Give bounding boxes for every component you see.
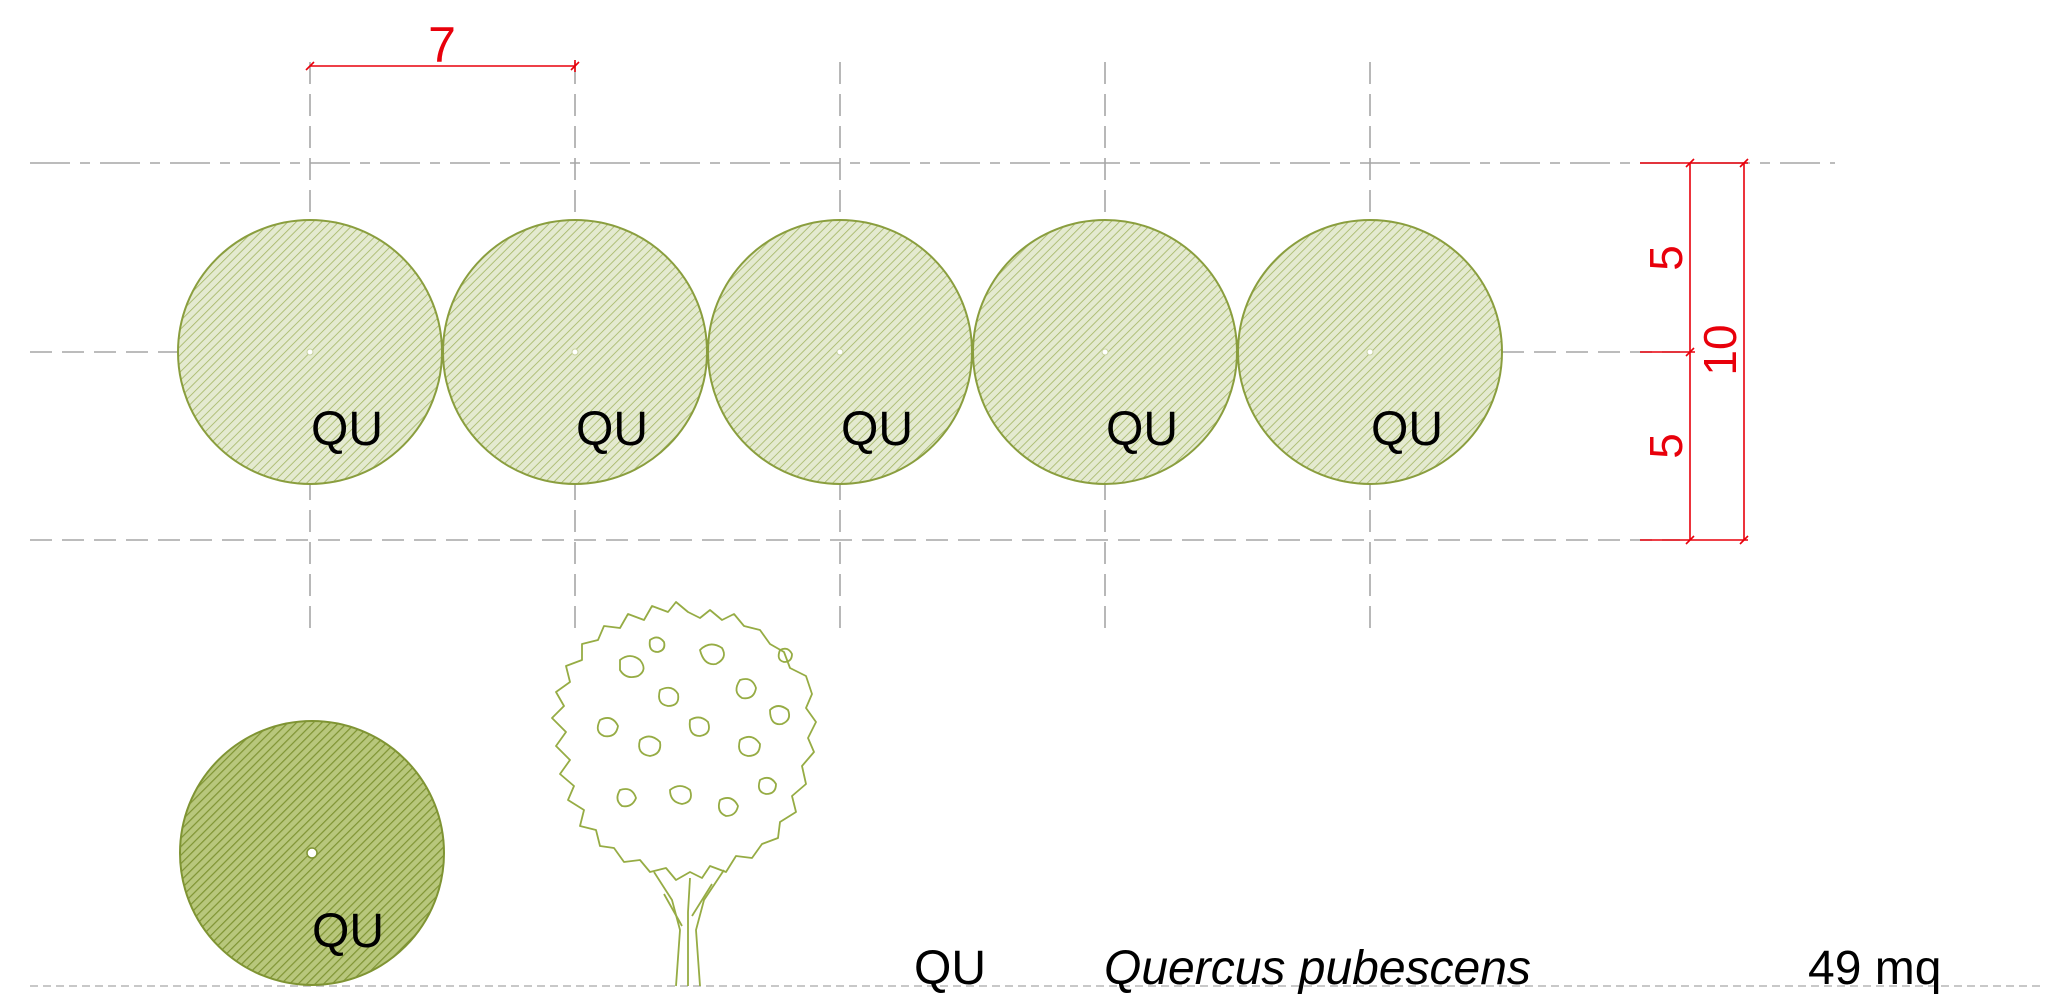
tree-code-label: QU xyxy=(841,403,913,456)
legend-species-name: Quercus pubescens xyxy=(1104,942,1531,995)
tree-code-label: QU xyxy=(576,403,648,456)
total-width-label: 10 xyxy=(1694,324,1746,375)
legend-canopy-symbol: QU xyxy=(179,720,445,986)
tree-canopy: QU xyxy=(972,219,1238,485)
tree-code-label: QU xyxy=(1371,403,1443,456)
spacing-dimension xyxy=(305,60,580,72)
tree-canopy: QU xyxy=(1237,219,1503,485)
tree-canopy: QU xyxy=(177,219,443,485)
width-dimension xyxy=(1640,158,1749,545)
spacing-dimension-label: 7 xyxy=(428,17,456,73)
half-width-top-label: 5 xyxy=(1640,245,1692,271)
tree-code-label: QU xyxy=(1106,403,1178,456)
tree-canopy: QU xyxy=(707,219,973,485)
legend-symbol-code: QU xyxy=(312,905,384,958)
canopy-row: QU QU QU QU QU xyxy=(177,219,1503,485)
half-width-bottom-label: 5 xyxy=(1640,433,1692,459)
legend-area: 49 mq xyxy=(1808,942,1941,995)
legend-code: QU xyxy=(914,942,986,995)
tree-code-label: QU xyxy=(311,403,383,456)
tree-canopy: QU xyxy=(442,219,708,485)
tree-elevation-icon xyxy=(551,601,817,987)
